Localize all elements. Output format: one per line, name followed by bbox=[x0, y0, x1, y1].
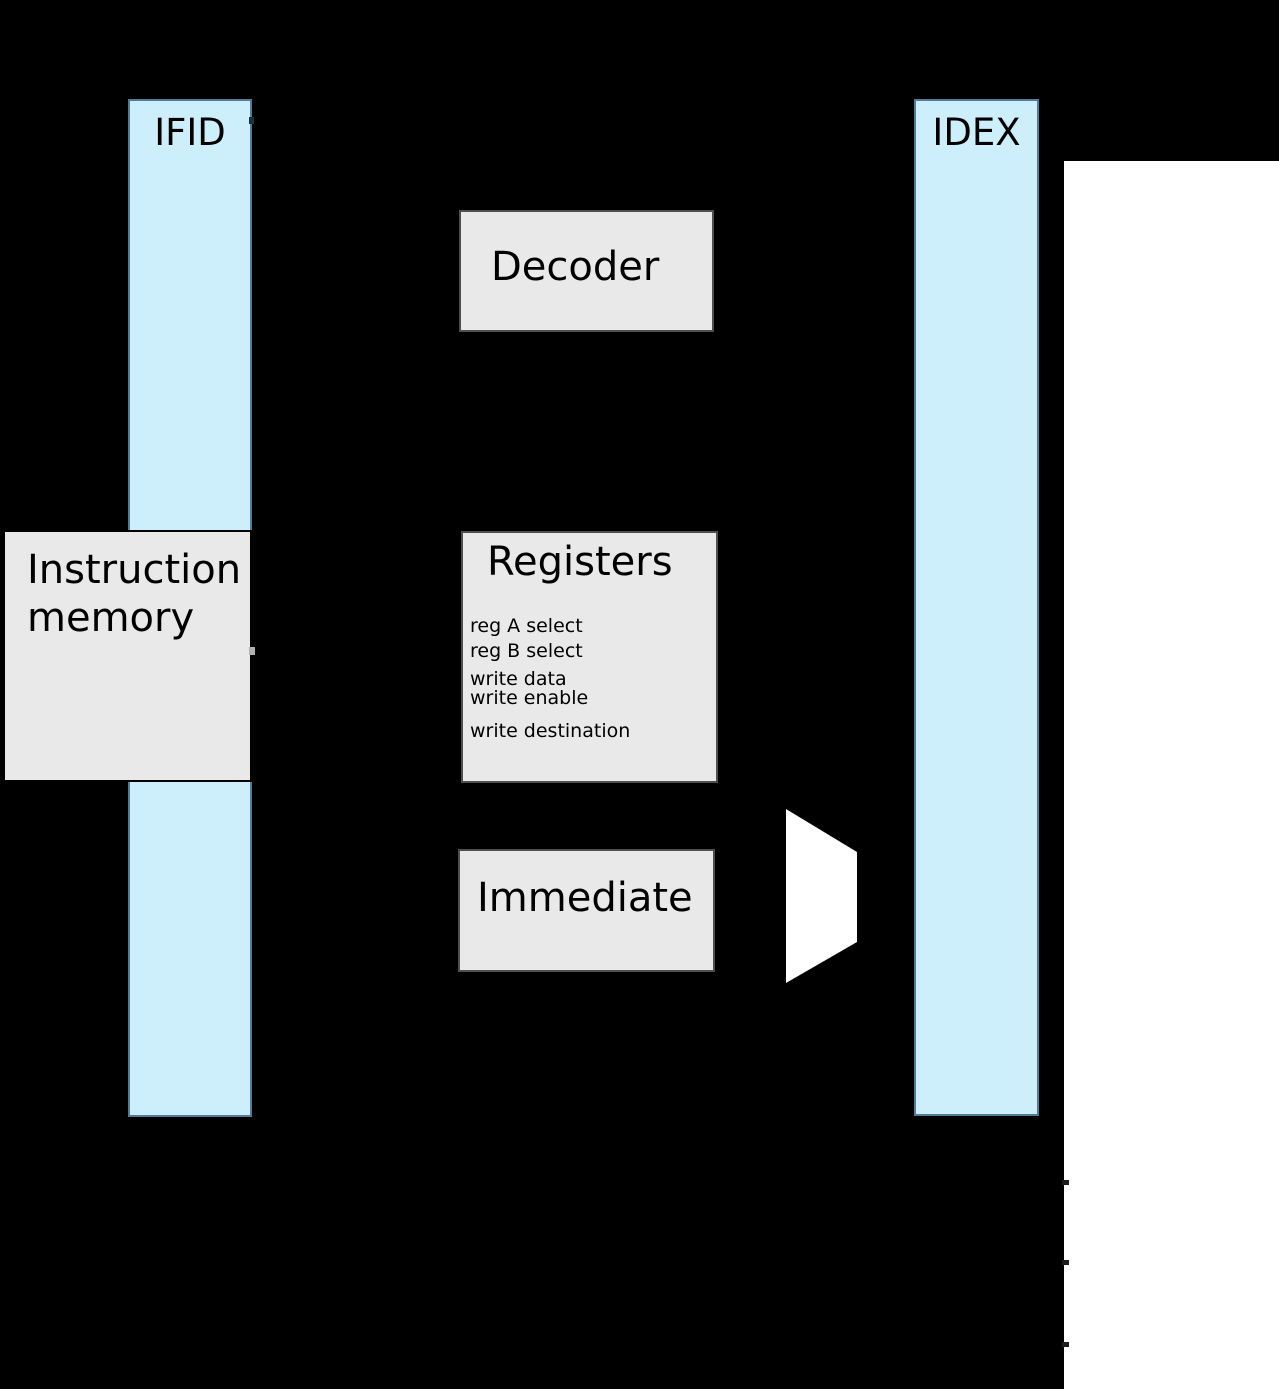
registers-block: Registers reg A select reg B select writ… bbox=[461, 531, 718, 783]
instruction-memory-block: Instruction memory bbox=[3, 530, 252, 782]
registers-label: Registers bbox=[487, 539, 673, 585]
wire-stub-ifid-edge bbox=[249, 117, 254, 124]
registers-port-write-data: write data bbox=[470, 668, 567, 690]
immediate-block: Immediate bbox=[458, 849, 715, 972]
idex-label: IDEX bbox=[932, 111, 1021, 154]
registers-port-write-destination: write destination bbox=[470, 720, 631, 742]
registers-port-reg-a-select: reg A select bbox=[470, 615, 583, 637]
immediate-label: Immediate bbox=[477, 875, 693, 921]
wire-stub-middle bbox=[1062, 1260, 1069, 1265]
instruction-memory-label-line2: memory bbox=[27, 595, 195, 641]
wire-stub-instruction-memory-edge bbox=[249, 647, 255, 655]
registers-port-write-enable: write enable bbox=[470, 687, 589, 709]
registers-port-reg-b-select: reg B select bbox=[470, 640, 583, 662]
decoder-label: Decoder bbox=[491, 244, 660, 290]
decoder-block: Decoder bbox=[459, 210, 714, 332]
ifid-label: IFID bbox=[154, 111, 226, 154]
pipeline-register-idex: IDEX bbox=[914, 99, 1039, 1116]
wire-stub-bottom bbox=[1062, 1342, 1069, 1347]
right-side-panel bbox=[1064, 161, 1279, 1389]
wire-stub-top bbox=[1062, 1180, 1069, 1185]
mux-trapezoid-shape bbox=[786, 809, 857, 983]
instruction-memory-label-line1: Instruction bbox=[27, 547, 242, 593]
